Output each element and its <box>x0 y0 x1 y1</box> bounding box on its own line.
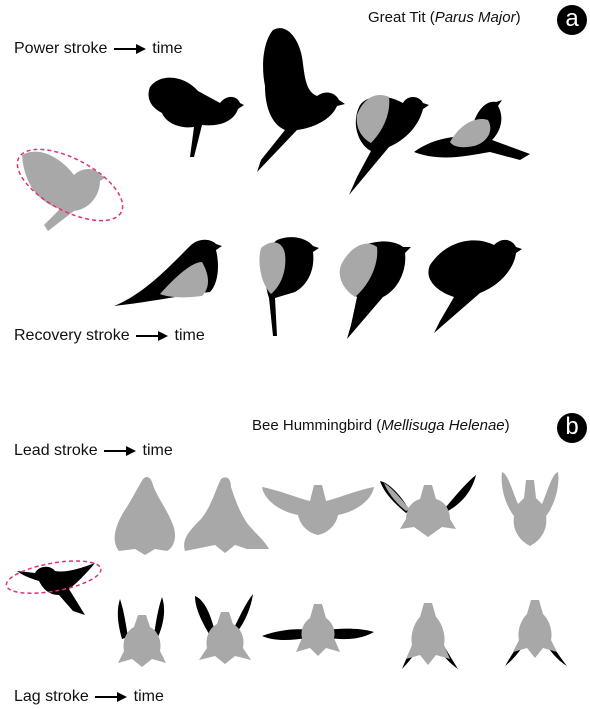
lead-stroke-frame-1 <box>115 477 175 555</box>
recovery-stroke-frame-3 <box>340 241 411 339</box>
lead-stroke-frame-5 <box>502 472 559 546</box>
recovery-stroke-frame-1 <box>114 240 222 306</box>
power-stroke-frame-4 <box>414 100 530 160</box>
great-tit-reference <box>7 135 134 235</box>
lead-stroke-frame-2 <box>184 477 269 553</box>
lag-stroke-frame-3 <box>262 604 374 656</box>
lead-stroke-frame-3 <box>262 485 374 535</box>
recovery-stroke-frame-4 <box>428 240 522 333</box>
hummingbird-reference <box>4 555 103 615</box>
lead-stroke-frame-4 <box>380 475 476 537</box>
power-stroke-frame-3 <box>349 95 429 195</box>
lag-stroke-frame-4 <box>402 603 458 669</box>
lag-stroke-frame-1 <box>118 597 166 667</box>
power-stroke-frame-2 <box>257 28 345 172</box>
recovery-stroke-frame-2 <box>259 237 319 336</box>
lag-stroke-frame-2 <box>195 594 253 664</box>
power-stroke-frame-1 <box>149 78 245 157</box>
lag-stroke-frame-5 <box>505 600 567 666</box>
